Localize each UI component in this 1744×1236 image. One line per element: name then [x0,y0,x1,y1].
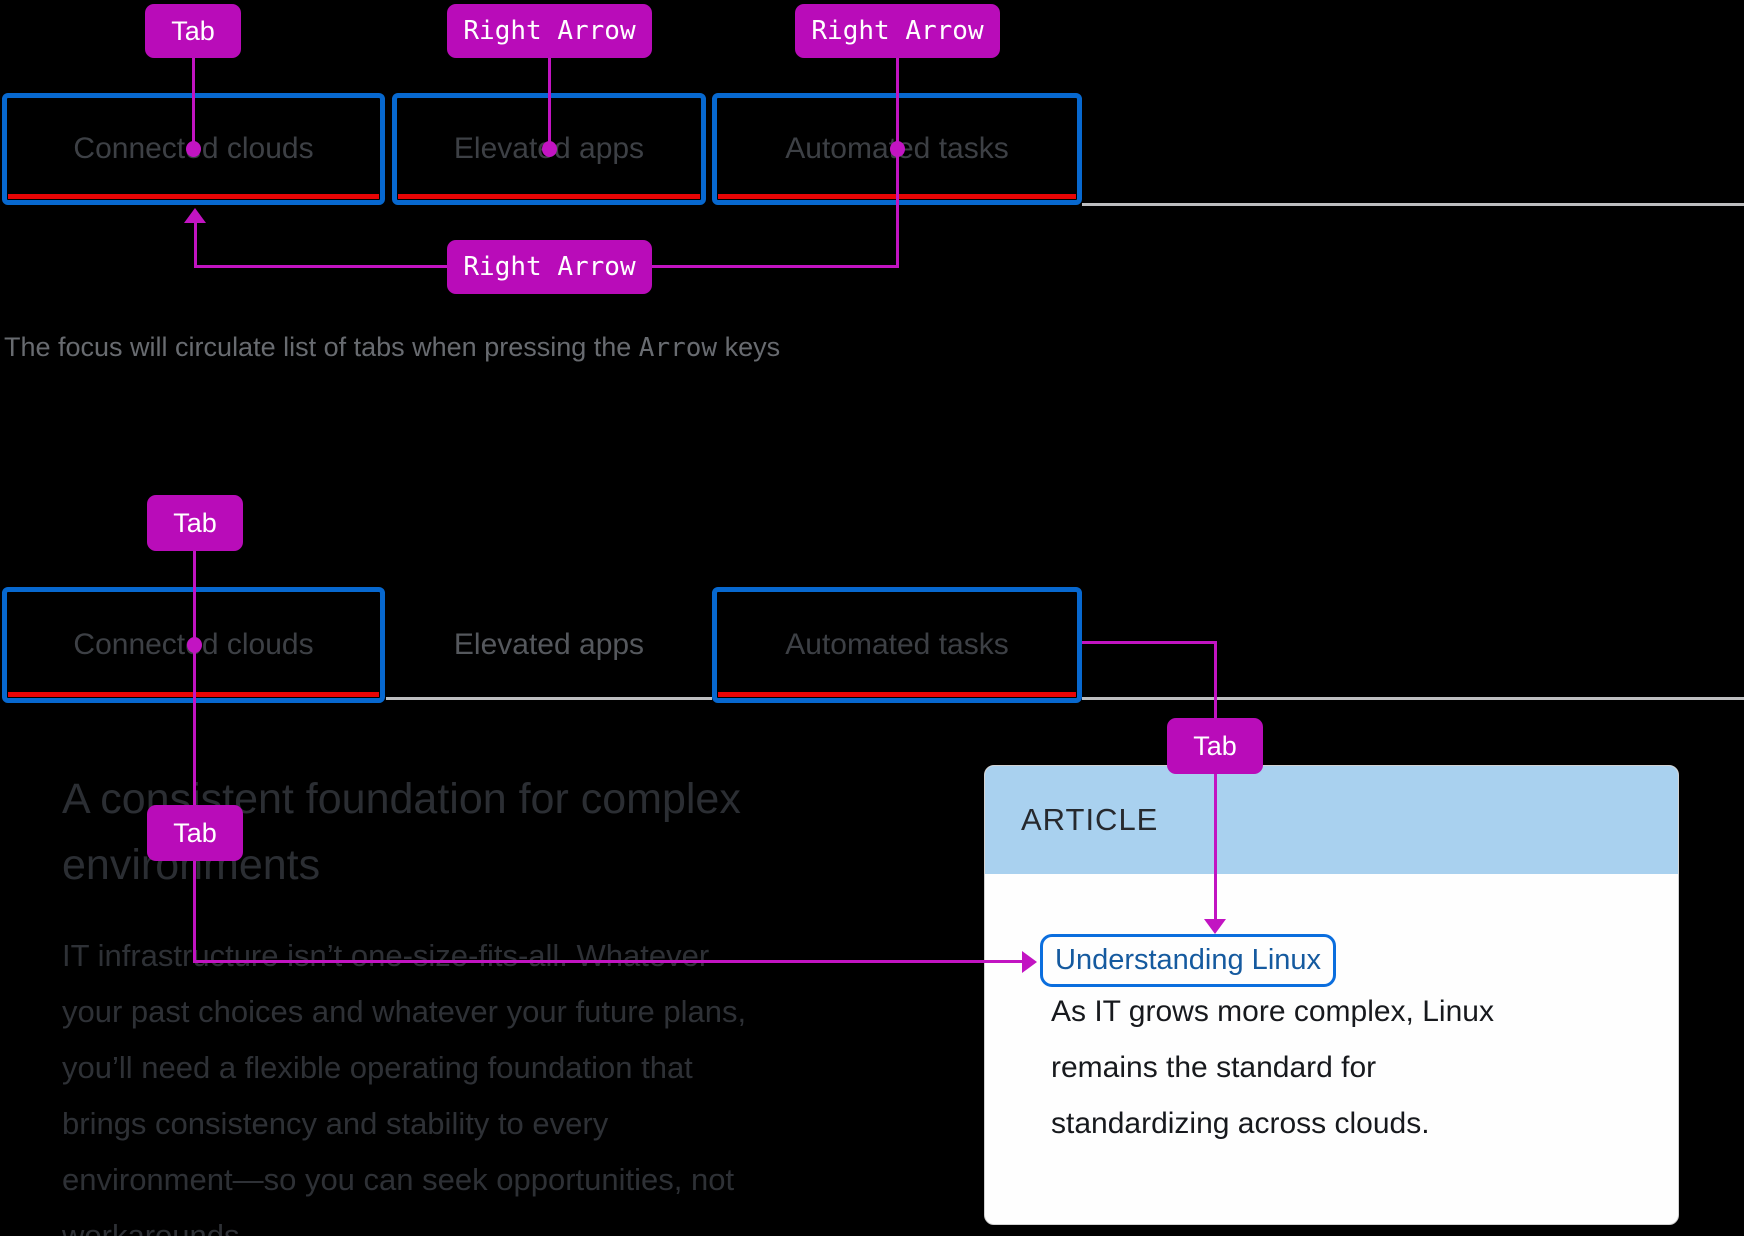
connector-line-horizontal [193,960,1022,963]
caption-key-name: Arrow [638,333,718,363]
connector-line [896,57,899,267]
focus-dot [890,141,905,157]
tab-underline [718,692,1076,697]
connector-line [193,551,196,962]
key-pill-label: Tab [171,15,215,46]
key-pill-label: Right Arrow [463,16,636,46]
key-pill-tab: Tab [147,805,243,861]
article-card-header: ARTICLE [985,766,1678,874]
key-pill-right-arrow: Right Arrow [795,4,1000,58]
caption-text-suffix: keys [717,332,781,362]
arrowhead-up-icon [184,208,206,223]
tab-underline [398,194,700,199]
focus-ring: Understanding Linux [1040,934,1337,987]
key-pill-tab: Tab [145,4,241,58]
article-card-body: As IT grows more complex, Linux remains … [1051,995,1494,1140]
key-pill-label: Tab [173,507,217,538]
caption-text: The focus will circulate list of tabs wh… [4,332,639,362]
article-card-label: ARTICLE [1021,802,1159,837]
key-pill-label: Right Arrow [811,16,984,46]
tab-elevated-apps-row2[interactable]: Elevated apps [392,587,706,703]
arrowhead-right-icon [1022,951,1037,973]
focus-dot [186,141,201,157]
article-card: ARTICLE Understanding Linux As IT grows … [984,765,1679,1225]
focus-dot [187,637,202,653]
key-pill-tab: Tab [147,495,243,551]
tab-label: Elevated apps [453,628,645,661]
connector-line-horizontal [1082,641,1217,644]
connector-line-vertical [1214,641,1217,919]
tab-label: Automated tasks [785,628,1009,661]
tabbar-line-row2-left [386,697,712,700]
arrowhead-down-icon [1204,919,1226,934]
intro-paragraph: IT infrastructure isn’t one-size-fits-al… [62,938,747,1236]
tab-automated-tasks-row2[interactable]: Automated tasks [712,587,1082,703]
connector-line [548,57,551,149]
tabbar-line-row2-right [1082,697,1744,700]
connector-line [192,57,195,149]
article-link[interactable]: Understanding Linux [1055,944,1322,976]
key-pill-right-arrow-loop: Right Arrow [447,240,652,294]
focus-dot [542,141,557,157]
loop-line-vertical [194,222,197,268]
key-pill-right-arrow: Right Arrow [447,4,652,58]
key-pill-label: Right Arrow [463,252,636,282]
caption: The focus will circulate list of tabs wh… [4,332,780,363]
tab-underline [8,194,379,199]
tabbar-line-row1 [1082,203,1744,206]
key-pill-label: Tab [1193,730,1237,761]
key-pill-tab: Tab [1167,718,1263,774]
key-pill-label: Tab [173,817,217,848]
